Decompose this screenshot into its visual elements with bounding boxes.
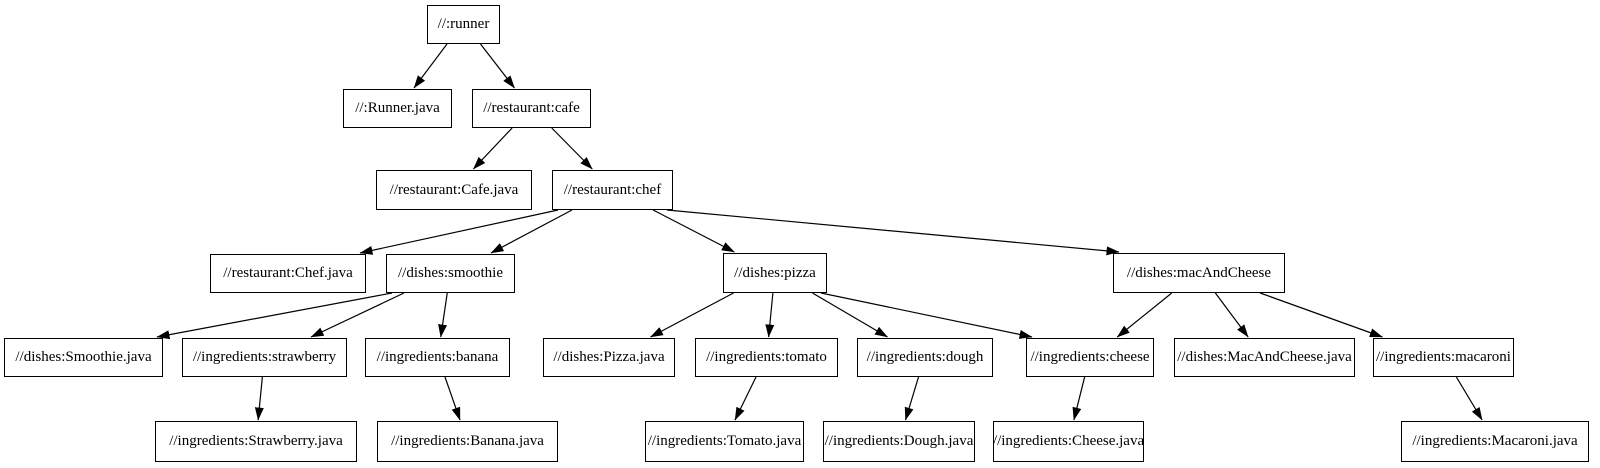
graph-node-tomato-java: //ingredients:Tomato.java (645, 421, 804, 462)
graph-node-label: //dishes:Smoothie.java (15, 349, 152, 365)
graph-node-pizza-java: //dishes:Pizza.java (543, 338, 675, 377)
graph-node-label: //ingredients:macaroni (1376, 349, 1511, 365)
graph-node-dough-java: //ingredients:Dough.java (823, 421, 975, 462)
graph-node-runner-java: //:Runner.java (343, 89, 452, 128)
graph-node-macaroni-java: //ingredients:Macaroni.java (1401, 421, 1589, 462)
graph-node-label: //ingredients:strawberry (192, 349, 337, 365)
graph-edge-strawberry-to-strawberry-java (254, 376, 264, 421)
graph-node-cafe: //restaurant:cafe (472, 89, 591, 128)
graph-edge-chef-to-smoothie (490, 209, 573, 254)
graph-edge-smoothie-to-banana (438, 292, 448, 338)
graph-edge-pizza-to-dough (812, 292, 888, 338)
graph-node-chef: //restaurant:chef (552, 170, 673, 210)
graph-edge-smoothie-to-strawberry (310, 292, 405, 338)
graph-node-mac-and-cheese: //dishes:macAndCheese (1113, 253, 1285, 293)
graph-edge-runner-to-cafe (480, 43, 515, 89)
graph-node-banana-java: //ingredients:Banana.java (377, 421, 558, 462)
graph-edge-chef-to-pizza (652, 209, 735, 253)
graph-edge-mac-and-cheese-to-macaroni (1259, 292, 1383, 338)
graph-node-strawberry-java: //ingredients:Strawberry.java (155, 421, 357, 462)
graph-node-smoothie: //dishes:smoothie (386, 254, 515, 293)
graph-edge-tomato-to-tomato-java (734, 376, 757, 421)
graph-edge-runner-to-runner-java (413, 43, 448, 89)
graph-node-label: //dishes:macAndCheese (1126, 264, 1272, 281)
graph-node-label: //ingredients:Banana.java (391, 433, 544, 449)
graph-edge-chef-to-mac-and-cheese (666, 209, 1120, 256)
graph-node-label: //ingredients:banana (376, 349, 499, 365)
graph-node-label: //ingredients:Strawberry.java (169, 433, 343, 449)
graph-node-label: //restaurant:cafe (483, 100, 580, 116)
graph-node-chef-java: //restaurant:Chef.java (210, 254, 366, 293)
graph-node-cheese: //ingredients:cheese (1026, 338, 1154, 377)
graph-node-label: //ingredients:Tomato.java (647, 433, 802, 449)
graph-edge-cafe-to-cafe-java (472, 127, 513, 170)
graph-node-pizza: //dishes:pizza (723, 253, 827, 293)
graph-edge-pizza-to-cheese (820, 292, 1033, 339)
graph-node-label: //dishes:pizza (734, 264, 816, 281)
graph-edge-cheese-to-cheese-java (1072, 376, 1086, 421)
graph-node-label: //ingredients:Cheese.java (992, 433, 1145, 449)
graph-node-banana: //ingredients:banana (365, 338, 510, 377)
graph-node-cheese-java: //ingredients:Cheese.java (993, 421, 1144, 462)
graph-edge-banana-to-banana-java (444, 376, 461, 421)
graph-edge-mac-and-cheese-to-cheese (1116, 292, 1173, 338)
graph-node-smoothie-java: //dishes:Smoothie.java (4, 338, 163, 377)
graph-node-strawberry: //ingredients:strawberry (182, 338, 347, 377)
graph-node-cafe-java: //restaurant:Cafe.java (376, 170, 532, 210)
graph-node-label: //restaurant:Chef.java (223, 265, 353, 281)
graph-node-label: //ingredients:cheese (1030, 349, 1150, 365)
graph-edge-chef-to-chef-java (359, 209, 559, 255)
graph-edge-pizza-to-pizza-java (650, 292, 734, 338)
graph-node-dough: //ingredients:dough (857, 338, 993, 377)
graph-edge-macaroni-to-macaroni-java (1455, 376, 1483, 421)
graph-node-label: //ingredients:dough (866, 349, 984, 365)
graph-node-label: //restaurant:chef (563, 181, 662, 198)
graph-edge-dough-to-dough-java (904, 376, 920, 421)
graph-node-label: //dishes:MacAndCheese.java (1177, 349, 1352, 365)
graph-node-label: //ingredients:Dough.java (824, 433, 974, 449)
graph-node-label: //:Runner.java (355, 100, 440, 116)
graph-edge-mac-and-cheese-to-mac-and-cheese-java (1214, 292, 1249, 338)
graph-node-label: //ingredients:Macaroni.java (1412, 433, 1578, 449)
graph-node-label: //dishes:smoothie (398, 265, 503, 281)
graph-node-runner: //:runner (427, 5, 500, 44)
graph-node-label: //restaurant:Cafe.java (389, 181, 519, 198)
graph-node-macaroni: //ingredients:macaroni (1373, 338, 1514, 377)
graph-edge-pizza-to-tomato (765, 292, 775, 338)
graph-node-label: //:runner (437, 16, 490, 32)
graph-node-tomato: //ingredients:tomato (695, 338, 838, 377)
graph-node-mac-and-cheese-java: //dishes:MacAndCheese.java (1174, 338, 1355, 377)
graph-node-label: //ingredients:tomato (706, 349, 827, 365)
graph-node-label: //dishes:Pizza.java (553, 349, 665, 365)
graph-edge-smoothie-to-smoothie-java (156, 292, 393, 340)
graph-edge-cafe-to-chef (551, 127, 593, 170)
